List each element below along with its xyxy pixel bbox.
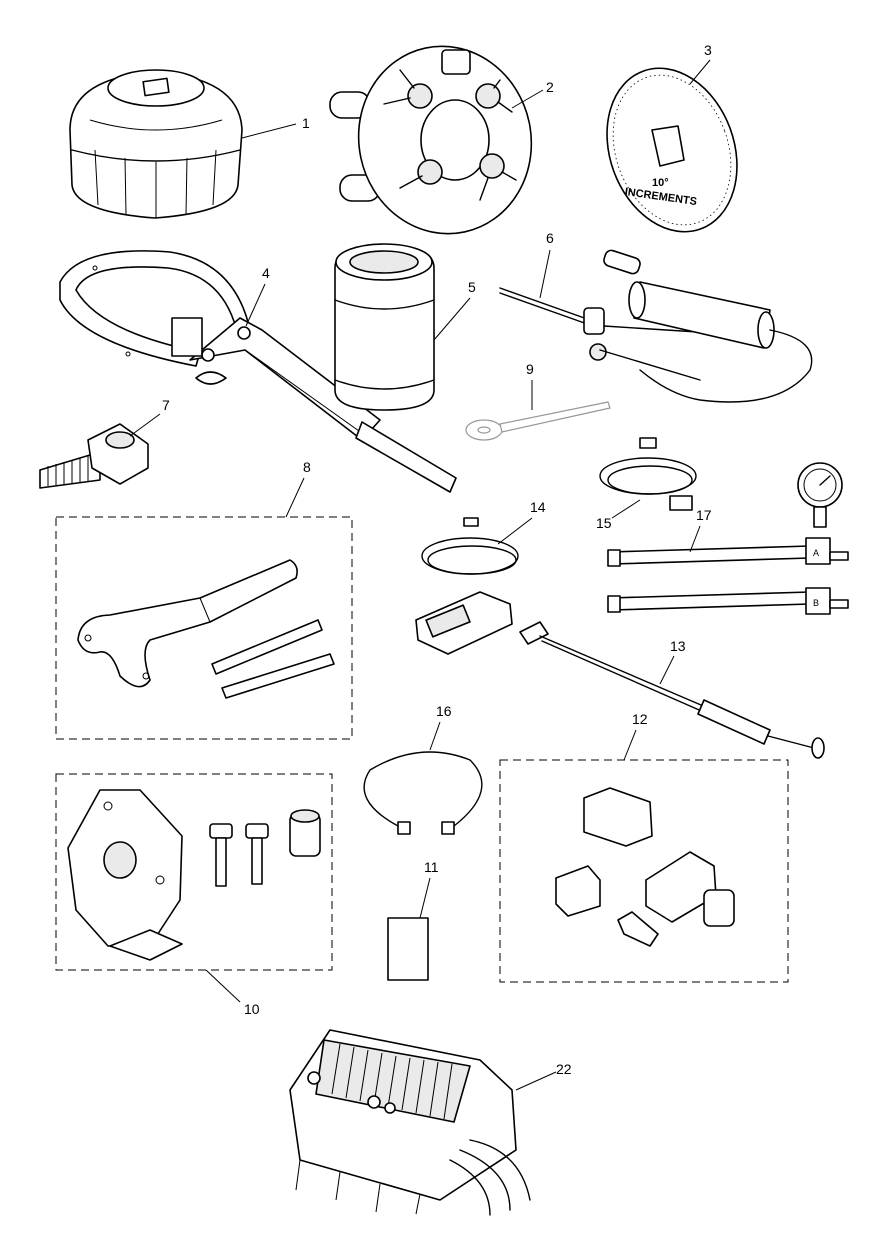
- leader-6: [539, 249, 551, 299]
- leader-1: [241, 123, 297, 139]
- callout-10: 10: [244, 1001, 260, 1017]
- callout-22: 22: [556, 1061, 572, 1077]
- group-10-box: [55, 773, 333, 971]
- part-1-oil-filter-wrench: [69, 69, 243, 219]
- gauge-port-a: A: [813, 548, 819, 558]
- leader-22: [515, 1071, 557, 1091]
- part-2-hub-holding-plate: [329, 45, 533, 235]
- dial-label-degrees: 10°: [652, 177, 669, 189]
- part-22-battery-charger: [289, 1029, 531, 1216]
- part-17-pressure-gauge-hoses: A B: [607, 462, 849, 615]
- callout-2: 2: [546, 79, 554, 95]
- callout-13: 13: [670, 638, 686, 654]
- leader-12: [623, 729, 637, 761]
- part-16-loop-cable: [363, 751, 483, 835]
- part-10-holding-fixture: [67, 789, 183, 961]
- leader-4: [245, 283, 266, 327]
- callout-9: 9: [526, 361, 534, 377]
- part-11-card: [387, 917, 429, 981]
- callout-1: 1: [302, 115, 310, 131]
- part-12-gauge-components: [555, 787, 735, 947]
- part-3-degree-disc: 10° INCREMENTS: [606, 67, 738, 233]
- leader-2: [511, 89, 544, 109]
- part-6-fork-oil-level-tool: [499, 249, 813, 403]
- leader-10: [205, 969, 241, 1003]
- part-7-threaded-adaptor: [39, 423, 149, 489]
- callout-17: 17: [696, 507, 712, 523]
- leader-7: [129, 413, 161, 437]
- part-8-hex-keys: [211, 619, 335, 699]
- leader-16: [429, 721, 441, 751]
- leader-13: [659, 655, 675, 685]
- group-12-box: [499, 759, 789, 983]
- part-15-cable-lead: [599, 437, 697, 511]
- part-10-spacer: [289, 809, 321, 857]
- part-4-strap-wrench: [59, 250, 457, 493]
- leader-17: [689, 525, 701, 553]
- callout-7: 7: [162, 397, 170, 413]
- group-8-box: [55, 516, 353, 740]
- callout-3: 3: [704, 42, 712, 58]
- callout-4: 4: [262, 265, 270, 281]
- callout-8: 8: [303, 459, 311, 475]
- part-10-bolts: [209, 823, 269, 887]
- callout-12: 12: [632, 711, 648, 727]
- callout-6: 6: [546, 230, 554, 246]
- leader-11: [419, 877, 431, 919]
- part-9-gauge-plate: [465, 401, 611, 441]
- callout-16: 16: [436, 703, 452, 719]
- callout-5: 5: [468, 279, 476, 295]
- leader-8: [285, 477, 305, 518]
- leader-15: [611, 499, 641, 519]
- callout-11: 11: [424, 859, 439, 875]
- part-5-sleeve-tool: [334, 243, 435, 411]
- part-14-diagnostic-cable: [415, 517, 519, 655]
- leader-14: [497, 517, 533, 545]
- leader-3: [689, 59, 711, 85]
- callout-15: 15: [596, 515, 612, 531]
- callout-14: 14: [530, 499, 546, 515]
- part-8-pin-spanner: [77, 559, 298, 688]
- part-13-probe-tool: [519, 621, 825, 759]
- leader-5: [433, 297, 471, 341]
- gauge-port-b: B: [813, 598, 819, 608]
